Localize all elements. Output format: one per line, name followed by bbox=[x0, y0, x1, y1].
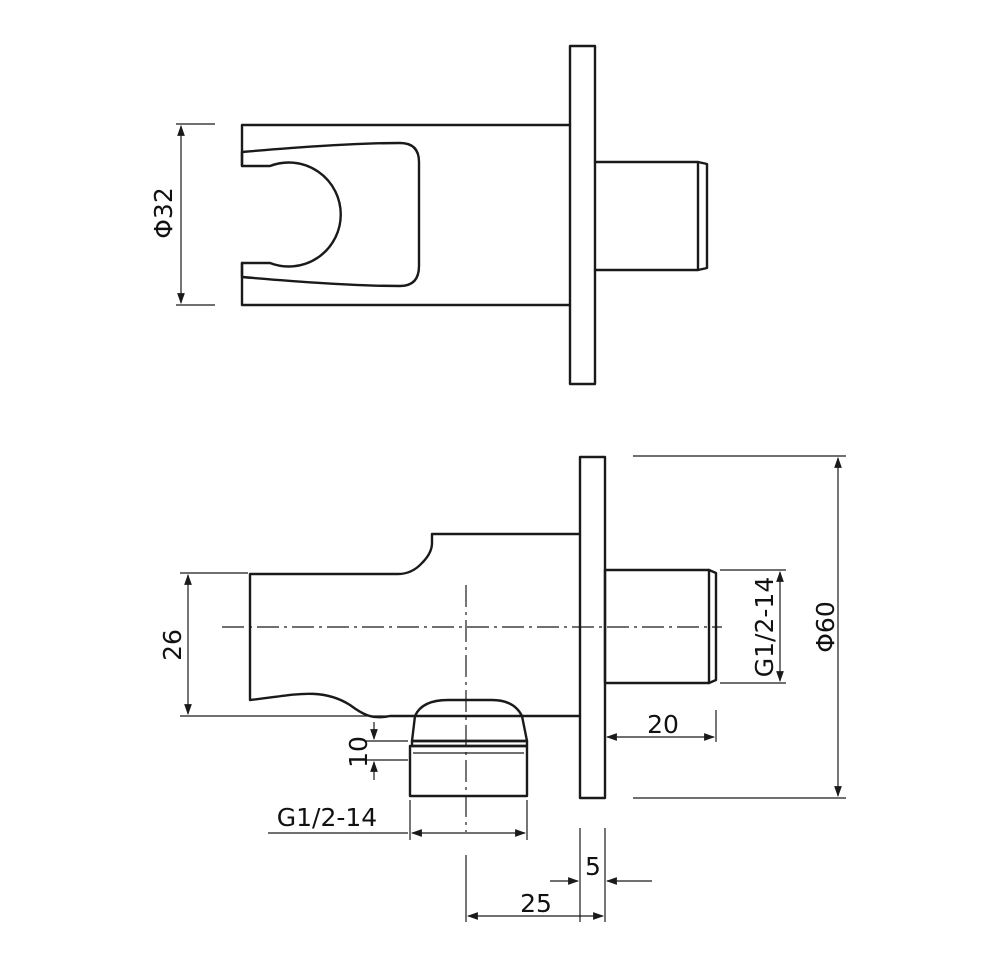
holder-body-side bbox=[248, 532, 582, 719]
cradle-outline-top bbox=[240, 141, 421, 288]
dimension-label-thread-bottom: G1/2-14 bbox=[277, 803, 377, 832]
dimension-label-26: 26 bbox=[158, 629, 187, 661]
side-view: 26 G1/2-14 Φ60 20 10 bbox=[158, 455, 846, 922]
holder-body-top bbox=[240, 123, 572, 307]
outlet-thread-bottom bbox=[408, 739, 529, 798]
dimension-label-10: 10 bbox=[344, 736, 373, 768]
dimension-label-diameter-60: Φ60 bbox=[811, 601, 840, 653]
dimension-label-thread-right: G1/2-14 bbox=[750, 577, 779, 677]
dimension-label-20: 20 bbox=[647, 710, 679, 739]
dimension-25: 25 bbox=[465, 855, 605, 922]
dimension-label-25: 25 bbox=[520, 889, 552, 918]
dimension-5: 5 bbox=[550, 828, 652, 922]
thread-connector-top bbox=[593, 160, 700, 272]
dimension-thread-right: G1/2-14 bbox=[720, 569, 786, 684]
wall-flange-top bbox=[568, 44, 597, 386]
thread-end-top bbox=[696, 160, 709, 272]
dimension-diameter-60: Φ60 bbox=[633, 455, 846, 799]
dimension-diameter-32: Φ32 bbox=[149, 123, 215, 306]
outlet-dome bbox=[410, 698, 529, 743]
top-view: Φ32 bbox=[149, 44, 709, 386]
dimension-20: 20 bbox=[605, 710, 717, 742]
dimension-26: 26 bbox=[158, 572, 410, 717]
dimension-thread-bottom: G1/2-14 bbox=[268, 800, 528, 840]
dimension-label-5: 5 bbox=[585, 852, 601, 881]
dimension-10: 10 bbox=[344, 722, 408, 780]
dimension-label-diameter-32: Φ32 bbox=[149, 187, 178, 239]
